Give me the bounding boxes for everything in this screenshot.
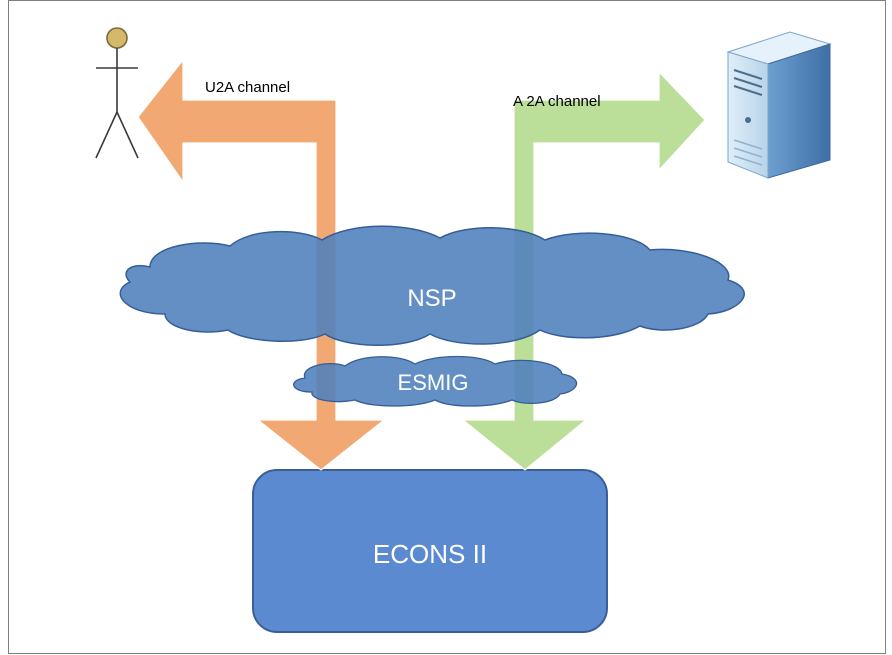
esmig-cloud bbox=[293, 355, 578, 407]
esmig-label: ESMIG bbox=[398, 370, 469, 395]
diagram-frame bbox=[8, 0, 886, 654]
econs-label: ECONS II bbox=[373, 539, 487, 569]
u2a-channel-label: U2A channel bbox=[205, 79, 290, 96]
server-tower-icon bbox=[726, 31, 832, 179]
nsp-label: NSP bbox=[407, 285, 456, 312]
nsp-cloud bbox=[119, 225, 745, 346]
econs-box bbox=[252, 469, 608, 633]
a2a-channel-label: A 2A channel bbox=[513, 93, 601, 110]
stick-figure-user-icon bbox=[95, 27, 139, 159]
